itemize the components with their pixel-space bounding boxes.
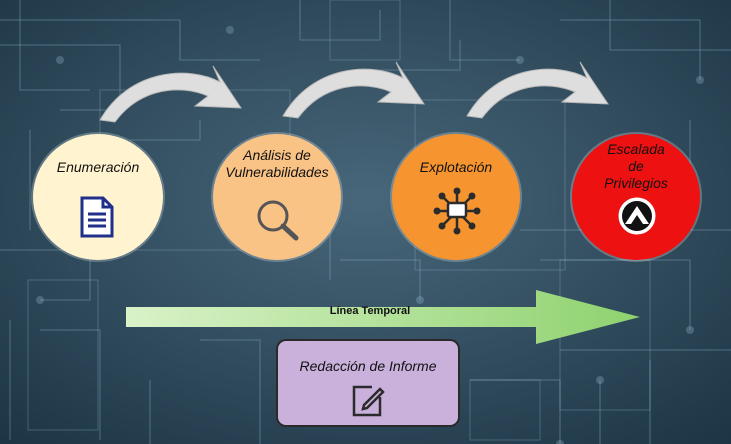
- report-label: Redacción de Informe: [299, 358, 437, 374]
- step-label: Enumeración: [56, 159, 140, 175]
- step-explotacion: Explotación: [392, 134, 520, 260]
- magnifier-icon: [257, 200, 299, 241]
- timeline-label: Línea Temporal: [329, 305, 411, 317]
- step-enumeracion: Enumeración: [33, 134, 163, 260]
- step-analisis-vulnerabilidades: Análisis de Vulnerabilidades: [213, 134, 341, 260]
- step-label: Escalada de Privilegios: [604, 141, 668, 191]
- upward-arrow-badge-icon: [618, 197, 656, 235]
- curved-arrow-1-to-2: [99, 65, 242, 123]
- curved-arrow-3-to-4: [466, 61, 609, 119]
- network-icon: [433, 187, 481, 235]
- step-label: Análisis de Vulnerabilidades: [225, 147, 329, 180]
- document-icon: [80, 196, 114, 238]
- timeline-arrow: [126, 290, 640, 344]
- step-escalada-privilegios: Escalada de Privilegios: [572, 134, 700, 260]
- step-label: Explotación: [419, 159, 493, 175]
- curved-arrow-2-to-3: [282, 61, 425, 119]
- edit-square-icon: [352, 385, 385, 417]
- report-box: Redacción de Informe: [276, 339, 460, 427]
